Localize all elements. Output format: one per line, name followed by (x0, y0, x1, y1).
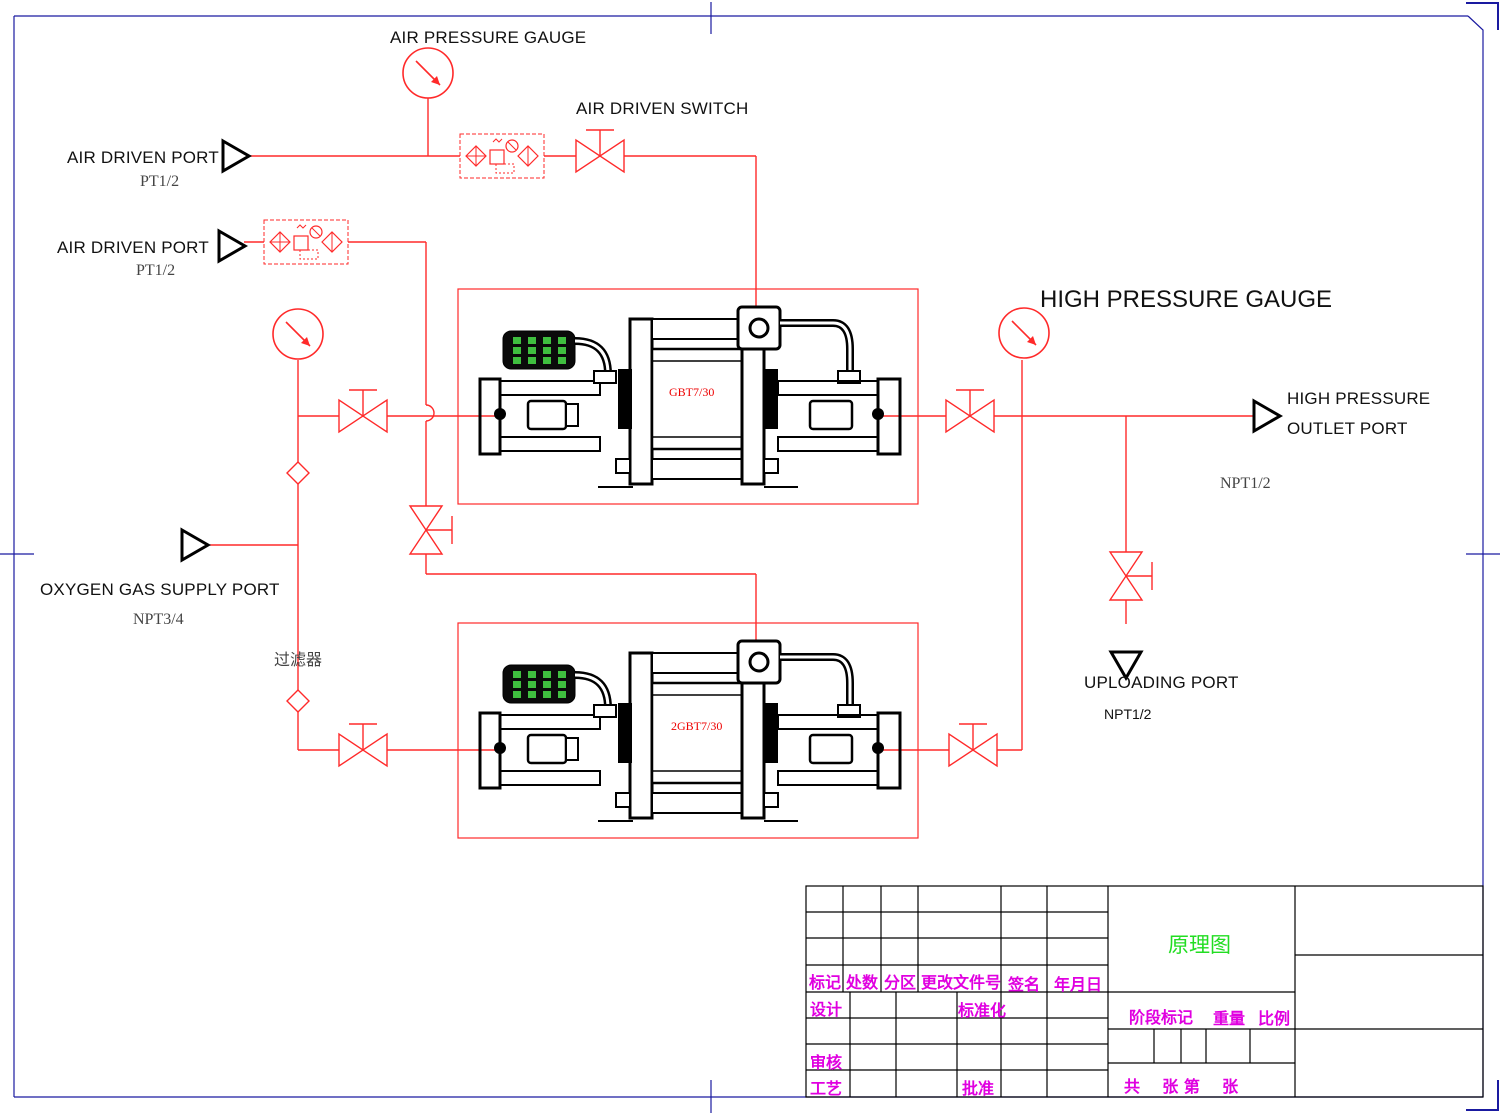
tb-stage-mark: 阶段标记 (1129, 1008, 1194, 1027)
title-block-grid (805, 885, 1484, 1098)
tb-mark: 标记 (809, 973, 842, 992)
high-pressure-outlet-label-line2: OUTLET PORT (1287, 419, 1408, 438)
air-driven-port-2-label: AIR DRIVEN PORT (57, 238, 209, 257)
air-pressure-gauge-icon (402, 47, 454, 99)
frl-unit-2 (263, 219, 349, 265)
uploading-valve (1109, 551, 1153, 601)
high-pressure-gauge-icon (998, 307, 1050, 359)
tb-zone: 分区 (884, 973, 917, 992)
outlet-thread-label: NPT1/2 (1220, 475, 1271, 492)
booster-top-model: GBT7/30 (669, 385, 715, 399)
tb-process: 工艺 (810, 1079, 843, 1098)
air-driven-switch-label: AIR DRIVEN SWITCH (576, 99, 749, 118)
air-driven-port-2-thread: PT1/2 (136, 262, 176, 279)
tb-date: 年月日 (1054, 975, 1103, 994)
inlet-valve-top (338, 389, 388, 433)
tb-standardization: 标准化 (958, 1001, 1007, 1020)
tb-weight: 重量 (1213, 1009, 1246, 1028)
tb-count: 处数 (846, 973, 879, 992)
high-pressure-gauge-label: HIGH PRESSURE GAUGE (1040, 286, 1333, 313)
uploading-thread-label: NPT1/2 (1104, 706, 1152, 722)
oxygen-supply-port-icon (180, 528, 210, 562)
filter-label: 过滤器 (274, 652, 323, 669)
tb-approve: 批准 (962, 1079, 995, 1098)
tb-change-doc: 更改文件号 (921, 973, 1002, 992)
air-driven-port-1-icon (221, 139, 251, 173)
inlet-valve-bottom (338, 723, 388, 767)
oxygen-supply-port-label: OXYGEN GAS SUPPLY PORT (40, 580, 280, 599)
tb-review: 审核 (810, 1053, 843, 1072)
high-pressure-outlet-label-line1: HIGH PRESSURE (1287, 389, 1431, 408)
tb-scale: 比例 (1258, 1009, 1291, 1028)
air-cross-valve (409, 505, 453, 555)
filter-icon-top (286, 461, 310, 485)
supply-pressure-gauge-icon (272, 308, 324, 360)
outlet-valve-top (945, 389, 995, 433)
high-pressure-outlet-port-icon (1252, 399, 1282, 433)
air-driven-port-1-thread: PT1/2 (140, 173, 180, 190)
outlet-valve-bottom (948, 723, 998, 767)
filter-icon-bottom (286, 689, 310, 713)
air-driven-port-2-icon (217, 229, 247, 263)
uploading-port-label: UPLOADING PORT (1084, 673, 1239, 692)
frl-unit-1 (459, 133, 545, 179)
drawing-title: 原理图 (1168, 933, 1231, 957)
tb-sheets: 共 张 第 张 (1124, 1077, 1239, 1096)
air-driven-port-1-label: AIR DRIVEN PORT (67, 148, 219, 167)
oxygen-thread-label: NPT3/4 (133, 611, 184, 628)
air-driven-switch-valve (575, 129, 625, 173)
tb-signature: 签名 (1008, 975, 1041, 994)
tb-design: 设计 (810, 1000, 843, 1019)
booster-bottom-model: 2GBT7/30 (671, 719, 723, 733)
air-pressure-gauge-label: AIR PRESSURE GAUGE (390, 28, 587, 47)
